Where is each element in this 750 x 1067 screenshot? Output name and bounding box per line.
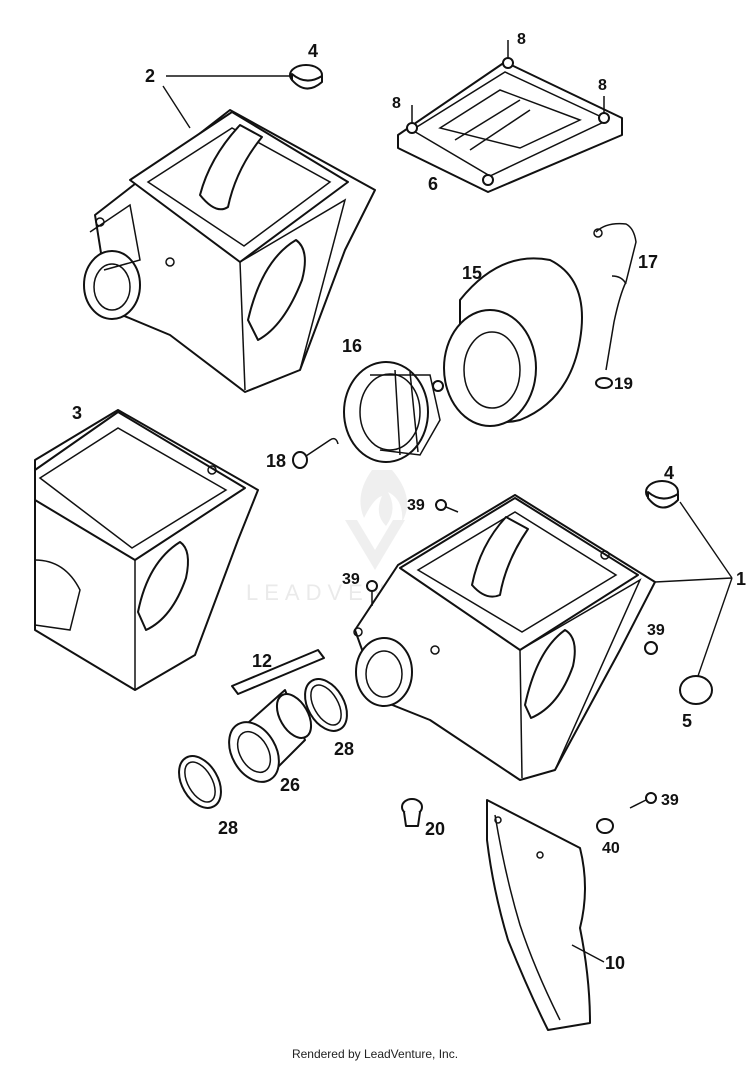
callout-39-lower: 39 [661, 792, 679, 809]
callout-26: 26 [280, 775, 300, 795]
callout-5: 5 [682, 711, 692, 731]
screws-39 [366, 499, 658, 809]
mud-guard [486, 799, 605, 1031]
callout-8-right: 8 [598, 77, 607, 94]
rubber-plug-upper [289, 64, 323, 90]
rubber-plug-right [645, 480, 679, 509]
airbox-housing-upper [83, 109, 376, 393]
hose-clamp-upper [304, 678, 348, 732]
leader-2 [162, 85, 191, 129]
callout-8-left: 8 [392, 95, 401, 112]
footer-credit: Rendered by LeadVenture, Inc. [291, 1047, 459, 1061]
callout-2: 2 [145, 66, 155, 86]
callout-18: 18 [266, 451, 286, 471]
grommet-20 [401, 798, 423, 827]
callout-28-lower: 28 [218, 818, 238, 838]
callout-4-upper: 4 [308, 41, 318, 61]
leader-1 [654, 501, 733, 677]
airbox-housing-assembled [353, 494, 656, 781]
callout-17: 17 [638, 252, 658, 272]
callout-8-top: 8 [517, 31, 526, 48]
callout-6: 6 [428, 174, 438, 194]
airbox-housing-left [34, 409, 259, 691]
callout-39-upper: 39 [407, 497, 425, 514]
callout-19: 19 [614, 374, 633, 393]
washer-40 [596, 818, 614, 834]
spring-clip [593, 222, 637, 371]
callout-16: 16 [342, 336, 362, 356]
callout-40: 40 [602, 840, 620, 857]
callout-28-upper: 28 [334, 739, 354, 759]
callout-39-right: 39 [647, 622, 665, 639]
callout-39-mid: 39 [342, 571, 360, 588]
intake-boot [228, 689, 313, 783]
callout-12: 12 [252, 651, 272, 671]
callout-10: 10 [605, 953, 625, 973]
leader-10 [571, 944, 605, 963]
callout-1: 1 [736, 569, 746, 589]
callout-20: 20 [425, 819, 445, 839]
airbox-lid [397, 40, 623, 193]
cap-5 [679, 675, 713, 705]
air-filter-element [443, 257, 583, 427]
hose-clamp-lower [178, 755, 222, 809]
callout-3: 3 [72, 403, 82, 423]
callout-15: 15 [462, 263, 482, 283]
filter-cage [343, 361, 444, 463]
callout-4-right: 4 [664, 463, 674, 483]
breather-hose [231, 649, 325, 695]
drain-plug-18 [292, 437, 339, 469]
washer-19 [595, 377, 613, 389]
